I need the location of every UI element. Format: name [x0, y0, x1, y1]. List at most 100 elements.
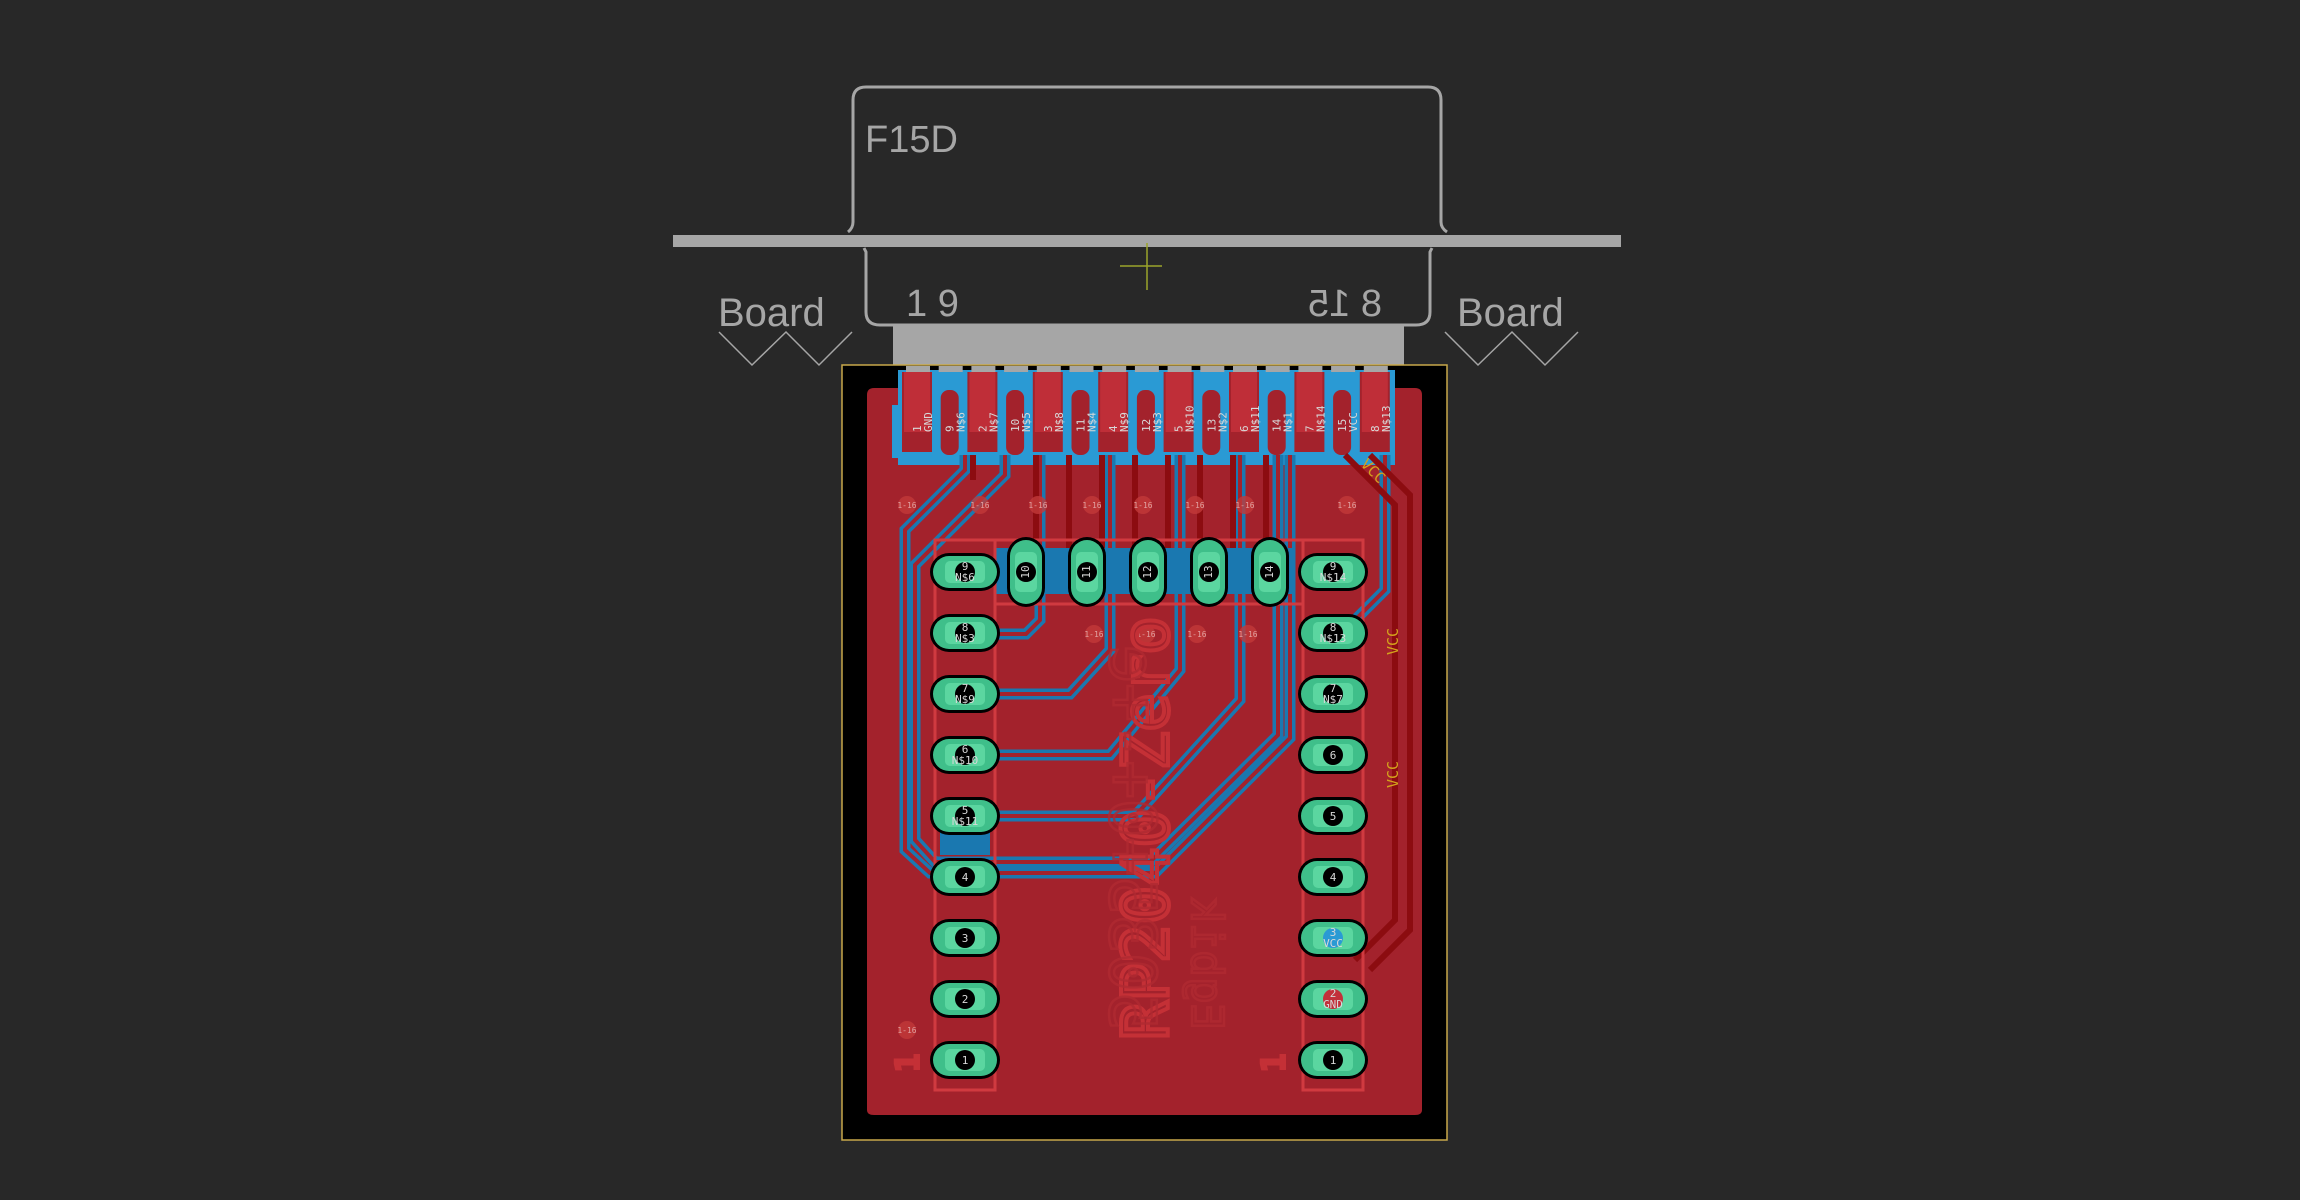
contact-strip — [1233, 366, 1257, 372]
module-name-label: RP2040-Zero — [1110, 616, 1184, 1040]
net-label-vcc-2: VCC — [1384, 628, 1402, 655]
top-trace-1[interactable] — [1342, 452, 1398, 963]
top-trace-2[interactable] — [1367, 452, 1413, 973]
contact-strip — [1069, 366, 1094, 372]
board-marker-right: Board — [1444, 291, 1579, 367]
via[interactable]: 1-16 — [970, 496, 990, 514]
via[interactable]: 1-16 — [1136, 625, 1156, 643]
pad-number: 14 — [1263, 565, 1276, 579]
connector-pad-label: 5N$10 — [1173, 406, 1197, 433]
left-pad-5[interactable]: 5N$11 — [930, 797, 1000, 835]
via-label: 1-16 — [1187, 630, 1206, 639]
via-label: 1-16 — [1028, 501, 1047, 510]
connector-pad-label: 2N$7 — [976, 412, 1000, 432]
right-pad-9[interactable]: 9N$14 — [1298, 553, 1368, 591]
contact-strip — [1004, 366, 1029, 372]
pad-number: 8 — [962, 621, 969, 634]
pad-net: N$9 — [955, 693, 975, 706]
left-pad-2[interactable]: 2 — [930, 980, 1000, 1018]
connector-pad-label: 10N$5 — [1009, 412, 1033, 432]
connector-pad-5[interactable]: 5N$10 — [1163, 372, 1197, 452]
connector-pad-3[interactable]: 3N$8 — [1032, 372, 1066, 452]
via[interactable]: 1-16 — [1082, 496, 1102, 514]
connector-pad-13[interactable]: 13N$2 — [1202, 390, 1229, 455]
top-pad-13[interactable]: 13 — [1190, 537, 1228, 607]
net-label-vcc-3: VCC — [1384, 761, 1402, 788]
connector-pad-6[interactable]: 6N$11 — [1229, 372, 1262, 452]
connector-pad-14[interactable]: 14N$1 — [1267, 390, 1295, 455]
left-pad-8[interactable]: 8N$3 — [930, 614, 1000, 652]
connector-pad-15[interactable]: 15VCC — [1333, 390, 1360, 455]
contact-strip — [1265, 366, 1290, 372]
pad-number: 10 — [1019, 565, 1032, 578]
module-mirrored-text-1: 5035+0+-+e — [1094, 645, 1168, 1030]
pad-net: N$13 — [1320, 632, 1347, 645]
via[interactable]: 1-16 — [1028, 496, 1048, 514]
connector-pad-11[interactable]: 11N$4 — [1071, 390, 1099, 455]
connector-pad-label: 8N$13 — [1369, 406, 1393, 433]
connector-pad-label: 15VCC — [1336, 412, 1360, 432]
left-pad-4[interactable]: 4 — [930, 858, 1000, 896]
connector-pad-7[interactable]: 7N$14 — [1294, 372, 1327, 452]
via-label: 1-16 — [970, 501, 989, 510]
contact-strip — [1200, 366, 1225, 372]
left-pad-6[interactable]: 6N$10 — [930, 736, 1000, 774]
right-pad-6[interactable]: 6 — [1298, 736, 1368, 774]
pad-number: 6 — [1330, 749, 1337, 762]
right-pad-5[interactable]: 5 — [1298, 797, 1368, 835]
connector-pin-markers-right: 8 15 — [1308, 283, 1382, 325]
contact-strip — [1134, 366, 1159, 372]
contact-strip — [971, 366, 996, 372]
via[interactable]: 1-16 — [897, 496, 917, 514]
pad-net: N$14 — [1320, 571, 1347, 584]
via-label: 1-16 — [897, 1026, 916, 1035]
left-pad-1[interactable]: 1 — [930, 1041, 1000, 1079]
contact-strip — [938, 366, 963, 372]
pin1-marker-1: 1 — [891, 1054, 926, 1072]
top-pad-10[interactable]: 10 — [1007, 537, 1045, 607]
left-pad-7[interactable]: 7N$9 — [930, 675, 1000, 713]
left-pad-3[interactable]: 3 — [930, 919, 1000, 957]
via[interactable]: 1-16 — [897, 1021, 917, 1039]
pad-number: 1 — [1330, 1054, 1337, 1067]
connector-pad-label: 11N$4 — [1075, 412, 1099, 432]
via[interactable]: 1-16 — [1337, 496, 1357, 514]
connector-pad-1[interactable]: 1GND — [902, 372, 935, 452]
pad-net: N$11 — [952, 815, 979, 828]
via-label: 1-16 — [1235, 501, 1254, 510]
top-pad-14[interactable]: 14 — [1251, 537, 1289, 607]
right-pad-4[interactable]: 4 — [1298, 858, 1368, 896]
via[interactable]: 1-16 — [1084, 625, 1104, 643]
connector-pad-4[interactable]: 4N$9 — [1098, 372, 1131, 452]
board-marker-left: Board — [718, 291, 853, 367]
connector-pad-12[interactable]: 12N$3 — [1136, 390, 1164, 455]
via[interactable]: 1-16 — [1238, 625, 1258, 643]
connector-pad-9[interactable]: 9N$6 — [940, 390, 968, 455]
pad-net: N$7 — [1323, 693, 1343, 706]
connector-pad-label: 3N$8 — [1042, 412, 1066, 432]
pad-number: 1 — [962, 1054, 969, 1067]
right-pad-1[interactable]: 1 — [1298, 1041, 1368, 1079]
pad-number: 7 — [962, 682, 969, 695]
left-pad-9[interactable]: 9N$6 — [930, 553, 1000, 591]
via[interactable]: 1-16 — [1185, 496, 1205, 514]
pad-net: GND — [1323, 998, 1343, 1011]
top-pad-11[interactable]: 11 — [1068, 537, 1106, 607]
pad-number: 4 — [1330, 871, 1337, 884]
via[interactable]: 1-16 — [1187, 625, 1207, 643]
pad-number: 8 — [1330, 621, 1337, 634]
right-pad-7[interactable]: 7N$7 — [1298, 675, 1368, 713]
top-pad-12[interactable]: 12 — [1129, 537, 1167, 607]
connector-pad-10[interactable]: 10N$5 — [1006, 390, 1033, 455]
pad-net: N$6 — [955, 571, 975, 584]
right-pad-8[interactable]: 8N$13 — [1298, 614, 1368, 652]
connector-pad-label: 1GND — [911, 412, 935, 432]
connector-pad-8[interactable]: 8N$13 — [1359, 372, 1393, 452]
via[interactable]: 1-16 — [1133, 496, 1153, 514]
via[interactable]: 1-16 — [1235, 496, 1255, 514]
pad-number: 2 — [962, 993, 969, 1006]
connector-pad-2[interactable]: 2N$7 — [967, 372, 1000, 452]
